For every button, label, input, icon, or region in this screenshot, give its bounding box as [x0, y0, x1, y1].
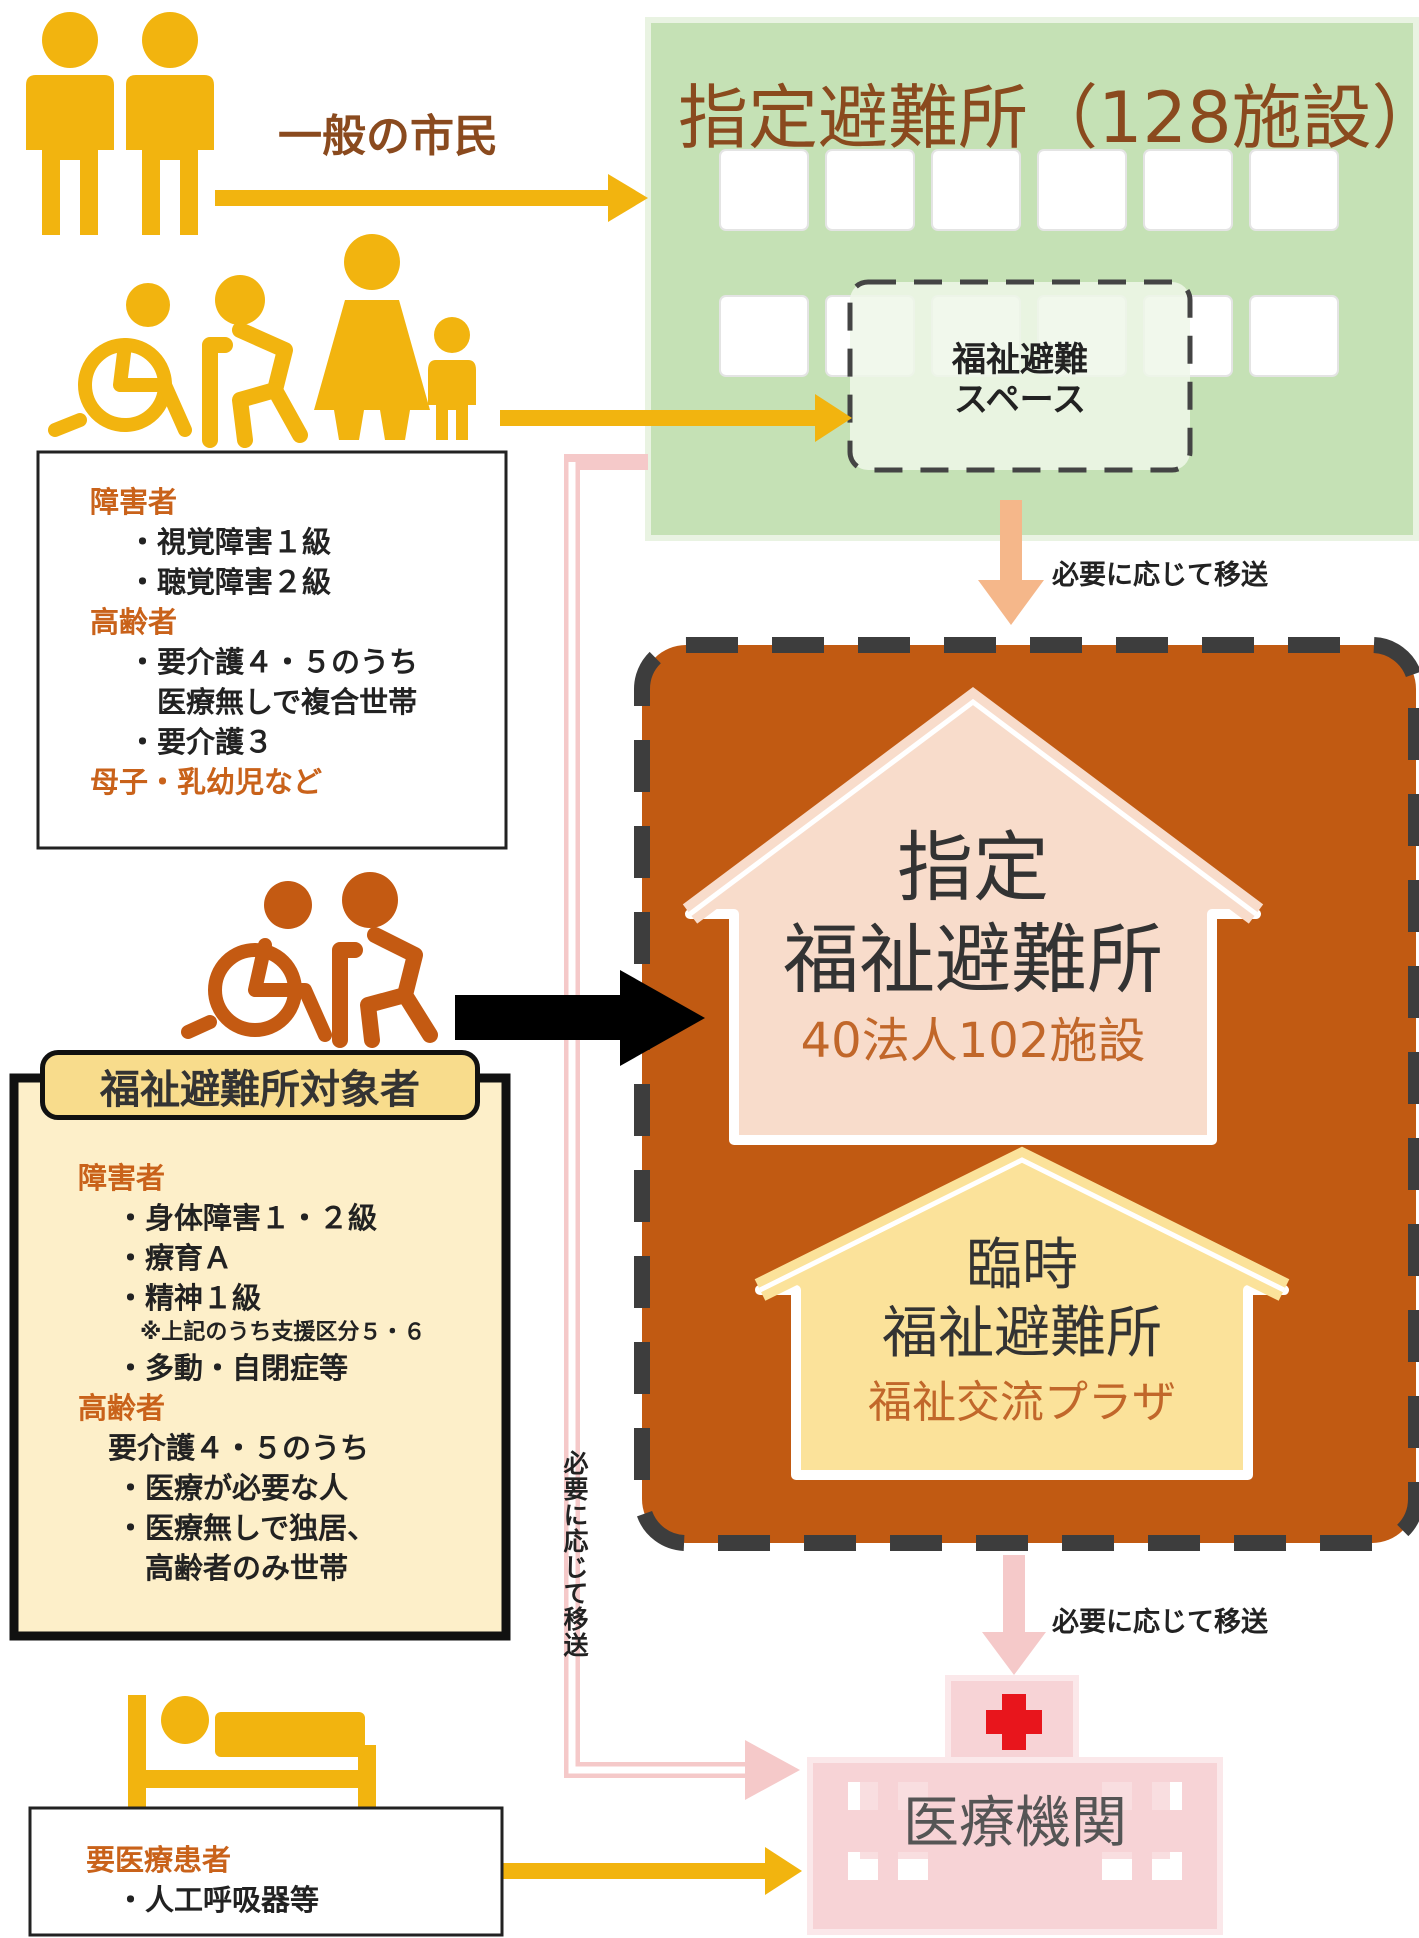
list-item: ・人工呼吸器等: [116, 1883, 320, 1917]
transfer-line-to-hospital: [564, 454, 800, 1800]
patients-box-frame: [28, 1806, 504, 1937]
temporary-welfare-line2: 福祉避難所: [882, 1301, 1162, 1366]
wheelchair-user-icon: [48, 283, 192, 437]
wheelchair-user-icon: [181, 881, 332, 1042]
shelter-title: 指定避難所（128施設）: [678, 77, 1419, 159]
list-item: ・多動・自閉症等: [116, 1351, 349, 1385]
welfare-space-line2: スペース: [954, 380, 1086, 420]
target-heading-elderly: 高齢者: [78, 1391, 166, 1425]
red-cross-icon: [986, 1694, 1042, 1750]
temporary-welfare-line1: 臨時: [966, 1233, 1078, 1298]
vulnerable-heading-mothers: 母子・乳幼児など: [90, 765, 323, 799]
transfer-label-bottom: 必要に応じて移送: [1052, 1607, 1268, 1638]
welfare-space-line1: 福祉避難: [952, 340, 1088, 380]
vulnerable-heading-elderly: 高齢者: [90, 605, 178, 639]
parent-child-icon: [314, 234, 476, 440]
list-item: ・視覚障害１級: [128, 525, 332, 559]
welfare-target-list: 障害者 ・身体障害１・２級 ・療育Ａ ・精神１級 ※上記のうち支援区分５・６ ・…: [78, 1158, 425, 1588]
list-item: ・要介護４・５のうち: [128, 645, 419, 679]
patients-heading: 要医療患者: [86, 1843, 232, 1877]
vulnerable-box: 障害者 ・視覚障害１級 ・聴覚障害２級 高齢者 ・要介護４・５のうち 医療無しで…: [90, 482, 418, 802]
standing-person-icon: [126, 12, 214, 235]
elderly-with-cane-icon: [202, 275, 308, 448]
bed-patient-icon: [128, 1695, 376, 1810]
temporary-welfare-name: 福祉交流プラザ: [868, 1377, 1176, 1428]
standing-person-icon: [26, 12, 114, 235]
designated-welfare-line1: 指定: [897, 823, 1049, 912]
patients-box: 要医療患者 ・人工呼吸器等: [86, 1840, 319, 1920]
designated-welfare-label: 指定 福祉避難所 40法人102施設: [734, 822, 1212, 1076]
list-note: ※上記のうち支援区分５・６: [140, 1320, 426, 1345]
transfer-label-top: 必要に応じて移送: [1052, 560, 1268, 591]
vulnerable-heading-disabled: 障害者: [90, 485, 178, 519]
welfare-target-title: 福祉避難所対象者: [40, 1050, 480, 1120]
vulnerable-box-frame: [36, 450, 508, 850]
designated-welfare-count: 40法人102施設: [800, 1013, 1146, 1069]
list-item: ・精神１級: [116, 1281, 262, 1315]
general-citizens-label: 一般の市民: [278, 111, 498, 162]
transfer-label-vertical: 必要に応じて移送: [560, 1450, 589, 1658]
welfare-space-label: 福祉避難 スペース: [860, 340, 1180, 420]
medical-institution-label: 医療機関: [860, 1778, 1170, 1859]
temporary-welfare-label: 臨時 福祉避難所 福祉交流プラザ: [796, 1232, 1248, 1438]
welfare-target-box-frame: [9, 1073, 511, 1641]
list-item: ・医療が必要な人: [116, 1471, 349, 1505]
arrow-general-to-shelter: [215, 174, 648, 222]
list-item: 要介護４・５のうち: [108, 1431, 370, 1465]
elderly-with-cane-icon: [332, 872, 438, 1048]
list-item: ・身体障害１・２級: [116, 1201, 378, 1235]
target-heading-disabled: 障害者: [78, 1161, 166, 1195]
list-item: ・聴覚障害２級: [128, 565, 332, 599]
welfare-space-zone: [847, 279, 1193, 473]
list-item: ・療育Ａ: [116, 1241, 233, 1275]
designated-welfare-house: [682, 687, 1264, 1145]
transfer-arrow-to-hospital: [982, 1555, 1046, 1675]
list-item: 高齢者のみ世帯: [116, 1551, 349, 1585]
arrow-vulnerable-to-space: [500, 394, 852, 442]
designated-shelter-building: [645, 17, 1419, 541]
arrow-target-to-welfare: [455, 970, 705, 1066]
list-item: 医療無しで複合世帯: [128, 685, 418, 719]
arrow-patients-to-hospital: [500, 1847, 802, 1895]
temporary-welfare-house: [754, 1146, 1290, 1480]
list-item: ・医療無しで独居、: [116, 1511, 377, 1545]
list-item: ・要介護３: [128, 725, 274, 759]
designated-welfare-line2: 福祉避難所: [783, 915, 1163, 1004]
transfer-arrow-to-welfare: [978, 500, 1044, 625]
